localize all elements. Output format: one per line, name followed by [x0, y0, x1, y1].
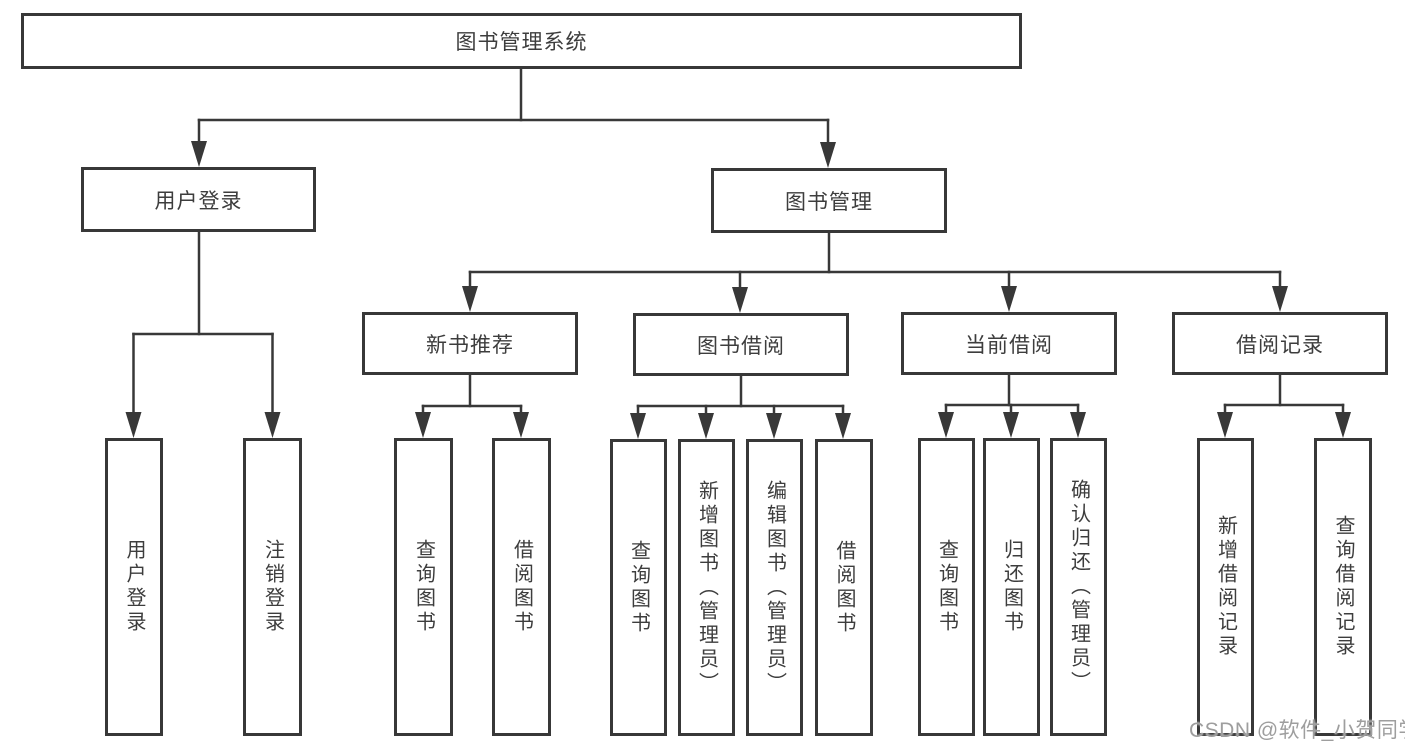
leaf-add-borrow-record: 新增借阅记录: [1197, 438, 1254, 736]
leaf-query-books-current: 查询图书: [918, 438, 975, 736]
node-user-login: 用户登录: [81, 167, 316, 232]
leaf-edit-books-admin: 编辑图书（管理员）: [746, 439, 803, 736]
node-borrowing-records: 借阅记录: [1172, 312, 1388, 375]
leaf-add-books-admin: 新增图书（管理员）: [678, 439, 735, 736]
leaf-return-books: 归还图书: [983, 438, 1040, 736]
leaf-borrow-books-recommend: 借阅图书: [492, 438, 551, 736]
node-current-borrowing: 当前借阅: [901, 312, 1117, 375]
leaf-query-borrow-record: 查询借阅记录: [1314, 438, 1372, 736]
leaf-confirm-return-admin: 确认归还（管理员）: [1050, 438, 1107, 736]
leaf-query-books-borrowing: 查询图书: [610, 439, 667, 736]
node-book-management: 图书管理: [711, 168, 947, 233]
node-book-borrowing: 图书借阅: [633, 313, 849, 376]
leaf-query-books-recommend: 查询图书: [394, 438, 453, 736]
node-root-library-system: 图书管理系统: [21, 13, 1022, 69]
leaf-borrow-books: 借阅图书: [815, 439, 873, 736]
leaf-user-login: 用户登录: [105, 438, 163, 736]
leaf-logout: 注销登录: [243, 438, 302, 736]
node-new-book-recommend: 新书推荐: [362, 312, 578, 375]
csdn-watermark: CSDN @软件_小贺同学: [1189, 719, 1405, 742]
